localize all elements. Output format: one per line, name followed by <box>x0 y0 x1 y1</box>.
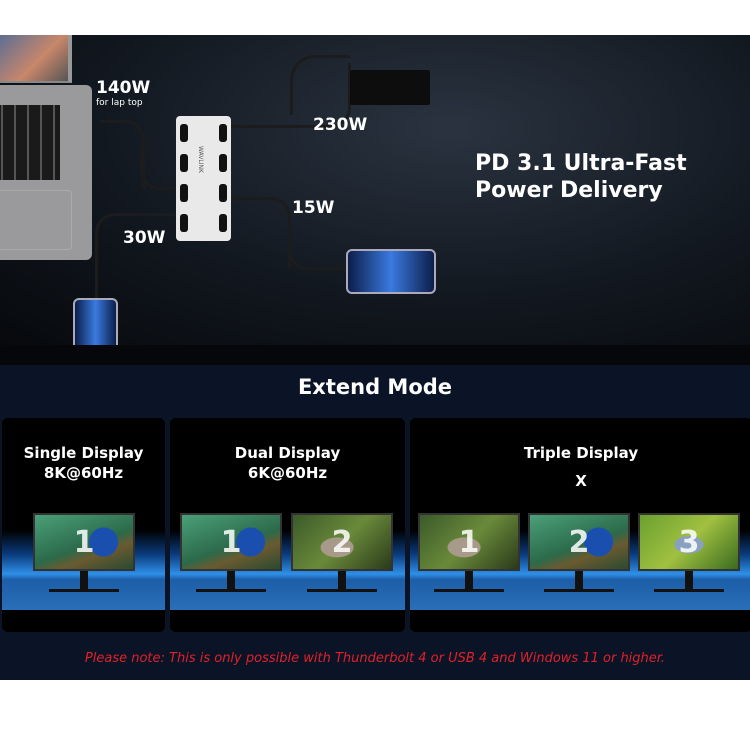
docking-hub-image: WAVLINK <box>176 116 231 241</box>
monitor: 1 <box>33 513 135 592</box>
panel-title: Dual Display <box>234 444 341 462</box>
monitor-number: 1 <box>418 513 520 571</box>
monitor-number: 2 <box>291 513 393 571</box>
power-adapter-image <box>350 70 430 105</box>
monitor-number: 1 <box>33 513 135 571</box>
extend-mode-section: Extend Mode Single Display 8K@60Hz 1 Dual… <box>0 365 750 680</box>
monitor-number: 2 <box>528 513 630 571</box>
panel-spec: 6K@60Hz <box>247 464 328 482</box>
headline-line2: Power Delivery <box>475 178 663 203</box>
panel-title: Single Display <box>23 444 144 462</box>
monitor: 2 <box>291 513 393 592</box>
laptop-watt: 140W <box>96 78 151 98</box>
headline-line1: PD 3.1 Ultra-Fast <box>475 151 687 176</box>
laptop-power-label: 140W for lap top <box>96 78 150 108</box>
panel-dual-display: Dual Display 6K@60Hz 1 2 <box>170 418 405 632</box>
monitor: 3 <box>638 513 740 592</box>
monitor: 2 <box>528 513 630 592</box>
section-title: Extend Mode <box>297 375 453 399</box>
phone-right-image <box>346 249 436 294</box>
hub-brand-logo: WAVLINK <box>197 146 204 173</box>
monitor: 1 <box>418 513 520 592</box>
panel-spec: 8K@60Hz <box>43 464 124 482</box>
power-delivery-section: WAVLINK 140W for lap top 230W 15W 30W PD… <box>0 35 750 353</box>
panel-spec: X <box>575 472 587 490</box>
phone-left-image <box>73 298 118 353</box>
monitor: 1 <box>180 513 282 592</box>
panel-single-display: Single Display 8K@60Hz 1 <box>2 418 165 632</box>
laptop-sub: for lap top <box>96 98 143 108</box>
psu-watt-label: 230W <box>313 115 368 135</box>
phone-left-watt-label: 30W <box>123 228 166 248</box>
phone-right-watt-label: 15W <box>292 198 335 218</box>
monitor-number: 3 <box>638 513 740 571</box>
laptop-image <box>0 35 95 295</box>
compatibility-note: Please note: This is only possible with … <box>84 651 666 666</box>
panel-title: Triple Display <box>523 444 639 462</box>
monitor-number: 1 <box>180 513 282 571</box>
headline: PD 3.1 Ultra-Fast Power Delivery <box>475 150 687 204</box>
